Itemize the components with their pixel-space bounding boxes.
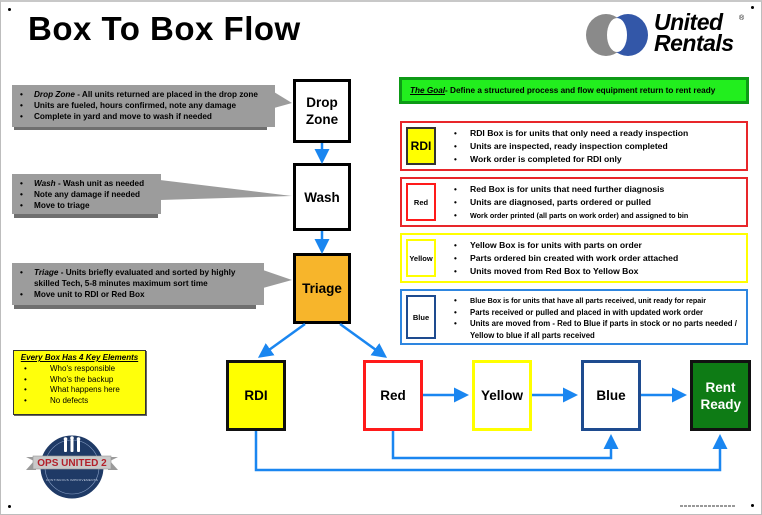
key-elements-legend: Every Box Has 4 Key Elements Who's respo… — [13, 350, 146, 415]
callout-item: Triage - Units briefly evaluated and sor… — [20, 267, 258, 289]
callout-item: Units are fueled, hours confirmed, note … — [20, 100, 269, 111]
flow-label: Drop Zone — [305, 95, 339, 127]
logo-line-2: Rentals — [654, 30, 734, 56]
callout-item: Move to triage — [20, 200, 155, 211]
ops-united-badge: OPS UNITED 2 CONTINUOUS IMPROVEMENTS — [22, 432, 122, 502]
panel-item: RDI Box is for units that only need a re… — [454, 127, 688, 140]
panel-swatch-yellow: Yellow — [406, 239, 436, 277]
legend-heading: Every Box Has 4 Key Elements — [20, 353, 139, 362]
flow-box-blue: Blue — [581, 360, 641, 431]
callout-item: Move unit to RDI or Red Box — [20, 289, 258, 300]
callout-shadow — [14, 124, 267, 130]
registered-mark: ® — [739, 15, 745, 22]
callout-item: Complete in yard and move to wash if nee… — [20, 111, 269, 122]
flow-label: Blue — [596, 388, 626, 403]
callout-shadow — [14, 212, 158, 218]
panel-item: Parts received or pulled and placed in w… — [454, 307, 744, 319]
corner-mark — [8, 8, 11, 11]
corner-mark — [751, 504, 754, 507]
badge-emblem-icon — [26, 434, 118, 500]
panel-item: Units are moved from - Red to Blue if pa… — [454, 318, 744, 341]
logo-mark-icon — [586, 14, 648, 56]
goal-banner: The Goal - Define a structured process a… — [399, 77, 749, 104]
flow-box-drop-zone: Drop Zone — [293, 79, 351, 143]
corner-mark — [751, 6, 754, 9]
panel-swatch-red: Red — [406, 183, 436, 221]
callout-tail-drop-zone — [274, 92, 292, 108]
flow-label: Triage — [302, 281, 342, 296]
flow-box-wash: Wash — [293, 163, 351, 231]
panel-blue: Blue Blue Box is for units that have all… — [400, 289, 748, 345]
panel-rdi: RDI RDI Box is for units that only need … — [400, 121, 748, 171]
callout-item: Drop Zone - All units returned are place… — [20, 89, 269, 100]
panel-item: Work order printed (all parts on work or… — [454, 209, 688, 222]
panel-item: Work order is completed for RDI only — [454, 153, 688, 166]
legend-item: No defects — [20, 396, 139, 407]
united-rentals-logo: United Rentals ® — [584, 9, 756, 62]
panel-item: Blue Box is for units that have all part… — [454, 295, 744, 307]
callout-item: Wash - Wash unit as needed — [20, 178, 155, 189]
legend-item: What happens here — [20, 385, 139, 396]
callout-triage: Triage - Units briefly evaluated and sor… — [12, 263, 264, 305]
panel-item: Yellow Box is for units with parts on or… — [454, 239, 678, 252]
flow-box-red: Red — [363, 360, 423, 431]
page-title: Box To Box Flow — [28, 10, 301, 47]
flow-label: Red — [380, 388, 406, 403]
goal-text: - Define a structured process and flow e… — [445, 86, 716, 95]
corner-mark — [8, 505, 11, 508]
fine-print — [680, 505, 736, 507]
panel-swatch-blue: Blue — [406, 295, 436, 339]
panel-item: Red Box is for units that need further d… — [454, 183, 688, 196]
callout-drop-zone: Drop Zone - All units returned are place… — [12, 85, 275, 127]
panel-yellow: Yellow Yellow Box is for units with part… — [400, 233, 748, 283]
panel-item: Units moved from Red Box to Yellow Box — [454, 265, 678, 278]
flow-box-rdi: RDI — [226, 360, 286, 431]
flow-label: Wash — [304, 189, 340, 205]
flow-label: RDI — [244, 388, 268, 403]
callout-wash: Wash - Wash unit as needed Note any dama… — [12, 174, 161, 214]
panel-item: Units are diagnosed, parts ordered or pu… — [454, 196, 688, 209]
panel-red: Red Red Box is for units that need furth… — [400, 177, 748, 227]
flow-box-yellow: Yellow — [472, 360, 532, 431]
panel-item: Parts ordered bin created with work orde… — [454, 252, 678, 265]
callout-tail-triage — [263, 270, 292, 288]
flow-label: Yellow — [480, 388, 524, 403]
goal-label: The Goal — [410, 86, 446, 95]
badge-subtitle: CONTINUOUS IMPROVEMENTS — [45, 478, 99, 482]
flow-box-triage: Triage — [293, 253, 351, 324]
flow-box-rent-ready: Rent Ready — [690, 360, 751, 431]
legend-item: Who's the backup — [20, 375, 139, 386]
logo-wordmark: United Rentals — [654, 9, 734, 56]
logo-line-1: United — [654, 9, 723, 35]
callout-shadow — [14, 303, 256, 309]
panel-swatch-rdi: RDI — [406, 127, 436, 165]
flow-label: Rent Ready — [700, 379, 742, 412]
panel-item: Units are inspected, ready inspection co… — [454, 140, 688, 153]
badge-title: OPS UNITED 2 — [37, 458, 107, 469]
callout-item: Note any damage if needed — [20, 189, 155, 200]
callout-tail-wash — [160, 180, 292, 200]
legend-item: Who's responsible — [20, 364, 139, 375]
